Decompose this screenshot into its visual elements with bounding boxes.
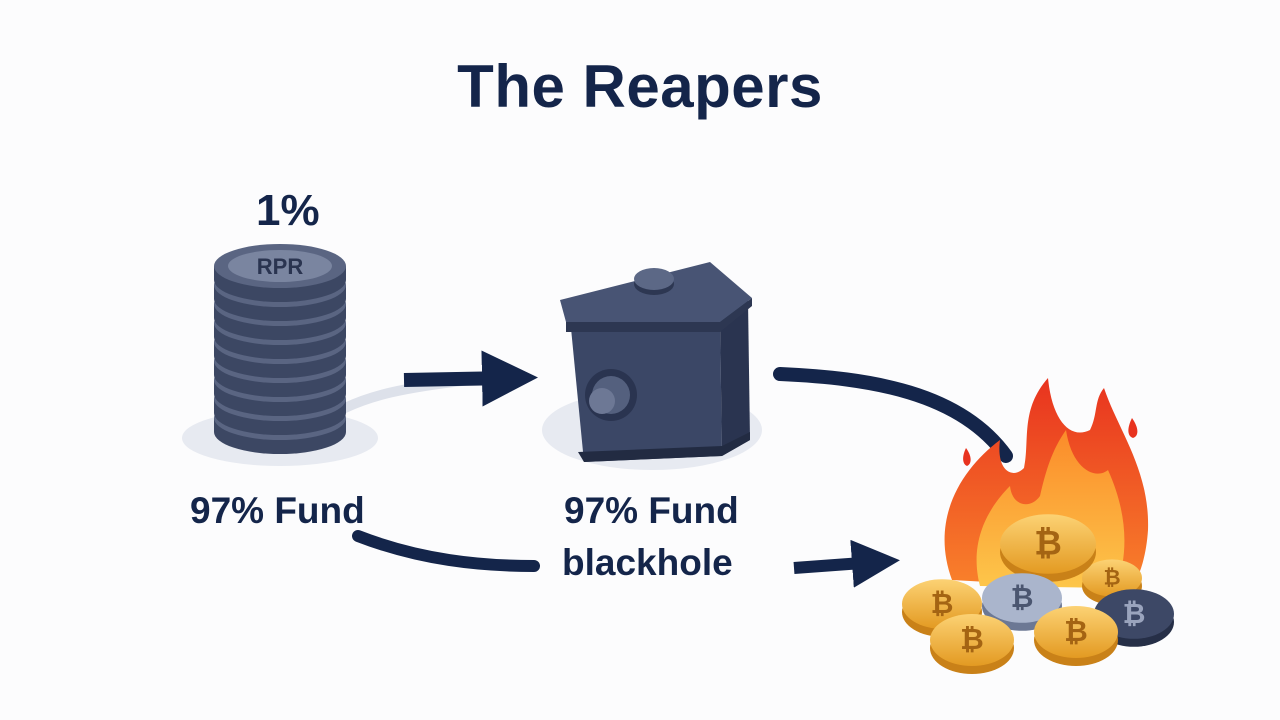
vault-caption-line1: 97% Fund [564,490,739,531]
bitcoin-coin-icon: ₿ [1034,605,1118,667]
svg-text:₿: ₿ [1103,566,1120,590]
coin-label: RPR [257,254,304,279]
arrow-fund-to-fire [352,530,900,588]
stack-caption: 97% Fund [190,490,365,531]
bitcoin-coin-icon: ₿ [930,613,1014,675]
svg-text:₿: ₿ [931,587,954,620]
vault-caption-line2: blackhole [562,542,733,583]
svg-text:₿: ₿ [1064,614,1088,648]
percent-label: 1% [256,186,320,235]
arrow-stack-to-vault [403,350,538,407]
coin-stack-icon: RPR [182,244,475,466]
burning-coins-icon: ₿₿₿₿₿₿₿ [902,378,1174,675]
diagram-title: The Reapers [457,53,823,120]
svg-text:₿: ₿ [1123,597,1146,630]
arrow-vault-to-fire [773,367,1013,463]
bitcoin-coin-icon: ₿ [1000,514,1096,582]
coin-face [228,250,332,282]
safe-icon [542,262,762,470]
svg-text:₿: ₿ [960,622,984,656]
svg-text:₿: ₿ [1011,581,1034,614]
svg-text:₿: ₿ [1034,524,1062,564]
